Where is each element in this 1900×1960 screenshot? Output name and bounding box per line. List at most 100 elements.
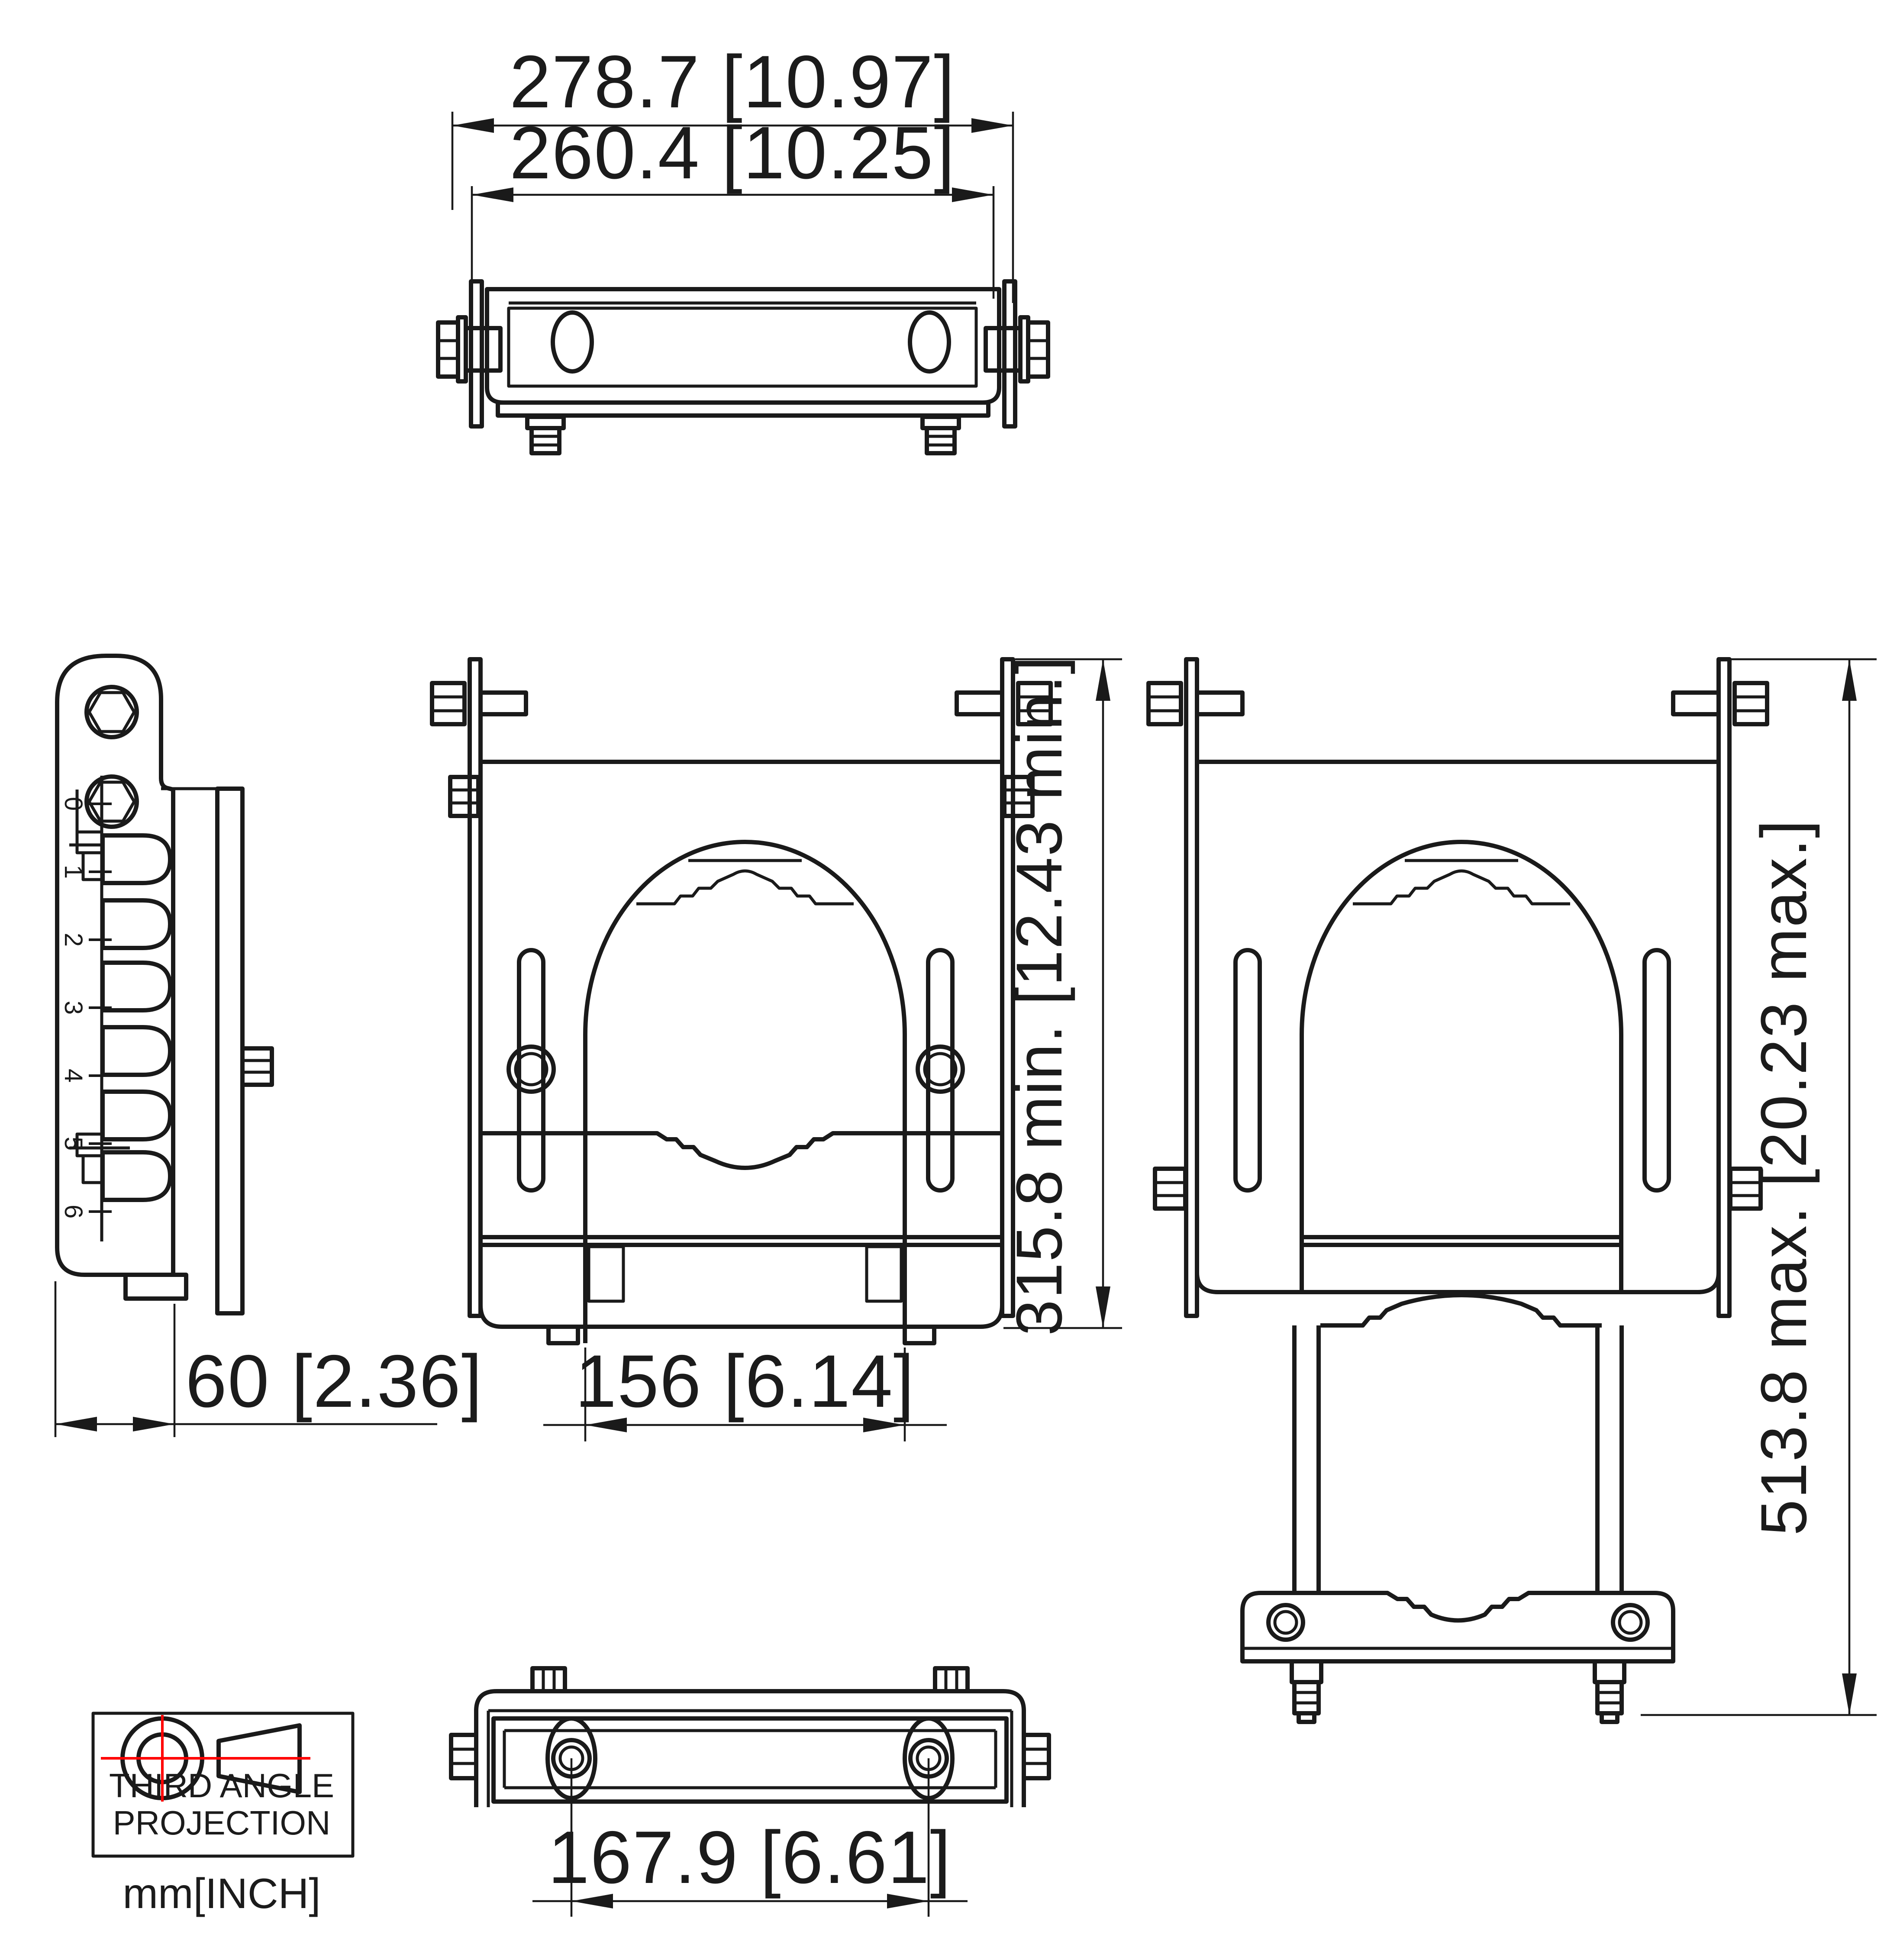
bottom-spacing-dimension: 167.9 [6.61] [532,1758,968,1917]
hex-facet-lines [1004,788,1032,805]
front-height-dimension: 315.8 min. [12.43 min.] [1003,655,1122,1336]
hex-facet-lines [1597,1691,1622,1705]
projection-symbol: THIRD ANGLE PROJECTION mm[INCH] [91,1712,355,1917]
slide-slots [506,948,965,1193]
hex-facet-lines [438,339,458,360]
arrowhead-icon [1096,659,1110,701]
clamp-bolt [81,1154,103,1184]
extension-rods [1292,1325,1624,1593]
arrowhead-icon [971,118,1013,133]
hex-bolt-head [1292,1680,1321,1715]
hex-outline [87,780,136,823]
knob-bolt [506,1044,556,1094]
slot [100,961,172,1012]
arrowhead-icon [452,118,494,133]
hex-facet-lines [1018,695,1051,712]
bolt-tip [1600,1711,1619,1724]
arch-dome [583,840,907,1035]
hex-bolt-head [430,681,467,726]
clamp-bolt-left [1290,1659,1323,1724]
lower-bolt-right [1728,1167,1763,1211]
pole-arch [1300,840,1623,1292]
bottom-plate [496,400,990,418]
depth-dimension: 60 [2.36] [54,1281,482,1437]
hex-bolt-head [1728,1167,1763,1211]
dim-bottom-spacing-text: 167.9 [6.61] [548,1816,952,1899]
knob-bolt-inner [923,1052,958,1086]
panel-outline [1195,760,1721,1294]
hex-facet-lines [1024,1747,1049,1765]
hex-outline [87,691,136,733]
hex-bolt-head [925,426,957,455]
detail-lines [487,1709,1013,1807]
plate-bolt [240,1046,274,1087]
grip-bulge [1320,1293,1602,1328]
hex-facet-lines [1155,1181,1185,1197]
hex-bolt-head [240,1046,274,1087]
clamp-step [75,830,103,854]
top-bolt-left [1146,681,1245,726]
hex-bolt-head [1026,320,1050,379]
slot [100,898,172,950]
clamp-block [984,326,1023,373]
nut [1593,1659,1626,1684]
bottom-tab [123,1273,188,1301]
scale-number: 2 [59,933,87,947]
hex-bolt-head [933,1666,970,1693]
slot [517,948,545,1193]
hex-bolt-icon [84,774,139,829]
arch-legs [583,1035,907,1343]
hex-facet-lines [1294,1691,1319,1705]
slot [1642,948,1671,1193]
hex-bolt-head [1022,1733,1051,1780]
hex-facet-lines [432,695,465,712]
right-height-dimension: 513.8 max. [20.23 max.] [1641,658,1877,1716]
hex-bolt-head [449,1733,478,1780]
top-view: 278.7 [10.97] 260.4 [10.25] [436,40,1050,455]
hex-facet-lines [1148,695,1181,712]
body-outline [55,654,175,1277]
clamp-body [491,1716,1009,1804]
scale-number: 6 [59,1205,87,1219]
slot [100,833,172,885]
dim-right-height-text: 513.8 max. [20.23 max.] [1747,819,1820,1535]
hex-facet-lines [927,435,955,447]
hex-facet-lines [450,788,478,805]
dim-top-outer-text: 278.7 [10.97] [510,40,955,123]
top-view-dimensions: 278.7 [10.97] 260.4 [10.25] [451,40,1014,303]
latch [865,1245,903,1303]
band-lines [482,1235,1001,1247]
scale-number: 4 [59,1069,87,1083]
foot-tab [546,1325,580,1345]
hex-bolt-head [1146,681,1183,726]
side-bolt-right [1022,1733,1051,1780]
arrowhead-icon [472,187,513,202]
latch [587,1245,625,1303]
units-note: mm[INCH] [123,1870,320,1917]
top-view-body [436,279,1050,455]
arrowhead-icon [1842,1673,1857,1715]
bolt-shaft [1195,690,1245,716]
legend-box [91,1712,355,1858]
projection-cone [216,1723,302,1794]
bolt-shaft [955,690,1004,716]
clamp-block [464,326,503,373]
hex-facet-lines [944,1668,958,1691]
pole-arch [583,840,907,1343]
bottom-view: 167.9 [6.61] [449,1666,1051,1917]
bottom-bolt-right [920,415,961,455]
bottom-bolt-left [525,415,566,455]
panel-outline [478,760,1004,1329]
dim-front-height-text: 315.8 min. [12.43 min.] [1003,655,1075,1336]
hex-bolt-icon [84,685,139,739]
arrowhead-icon [952,187,994,202]
hex-bolt-head [1595,1680,1624,1715]
slot [100,1150,172,1202]
arrowhead-icon [55,1417,97,1431]
flange-plate [469,279,484,429]
wall-plate [215,787,245,1315]
hex-bolt-head [448,775,481,818]
hex-facet-lines [542,1668,556,1691]
screw-hole-inner [1273,1610,1298,1635]
